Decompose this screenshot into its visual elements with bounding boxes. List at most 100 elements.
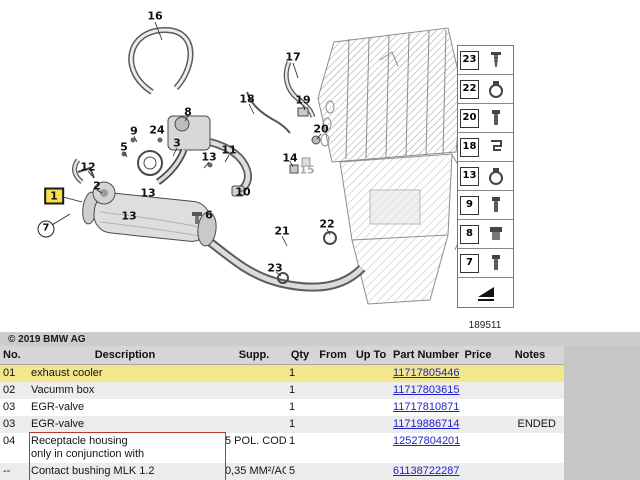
description-line: Vacumm box [31,384,95,396]
cell-price [460,399,496,416]
cell-price [460,463,496,480]
cell-no: 03 [3,401,16,413]
cell-description: Contact bushing MLK 1.2 [28,463,222,480]
column-header-up-to: Up To [352,346,390,365]
table-row: 03 EGR-valve 1 11717810871 [0,399,564,416]
column-header-part-number: Part Number [390,346,460,365]
clip-icon [479,136,513,158]
cell-from [314,416,352,433]
cell-supp [222,364,286,382]
part-number-link[interactable]: 61138722287 [393,465,460,477]
screw-icon [479,49,513,71]
cell-description: EGR-valve [28,416,222,433]
leader-lines [51,21,331,277]
cell-from [314,399,352,416]
column-header-supp-: Supp. [222,346,286,365]
bolt-icon [479,252,513,274]
cell-supp [222,416,286,433]
fastener-number: 18 [460,137,479,157]
cell-description: EGR-valve [28,399,222,416]
cell-notes [496,382,564,399]
part-number-link[interactable]: 11717803615 [393,384,460,396]
cell-part-number: 61138722287 [390,463,460,480]
fastener-cell-22: 22 [458,75,513,104]
cell-upto [352,364,390,382]
cell-price [460,364,496,382]
description-line: exhaust cooler [31,367,103,379]
cell-qty: 1 [289,401,296,413]
cell-price [460,382,496,399]
egr-cooler-assembly [77,107,337,284]
cell-no: 03 [0,416,28,433]
cell-upto [352,463,390,480]
cell-upto [352,399,390,416]
cell-notes [496,399,564,416]
plug-icon [479,223,513,245]
cell-no: 02 [0,382,28,399]
bolt-icon [479,194,513,216]
clamp-icon [479,78,513,100]
fastener-number: 9 [460,195,479,215]
cell-from [314,433,352,463]
description-line: only in conjunction with [31,448,145,460]
cell-qty: 1 [289,435,296,447]
cell-supp: 0,35 MM²/AG [222,463,286,480]
description-line: Receptacle housing [31,435,128,447]
cell-qty: 5 [286,463,314,480]
cell-upto [352,433,390,463]
part-number-link[interactable]: 11719886714 [393,418,460,430]
column-header-qty: Qty [286,346,314,365]
fastener-number: 22 [460,79,479,99]
cell-no: -- [0,463,28,480]
fastener-cell-7: 7 [458,249,513,278]
fastener-number: 8 [460,224,479,244]
cell-notes: ENDED [496,416,564,433]
hoses-and-pipes [72,26,366,292]
copyright-band: © 2019 BMW AG [0,332,640,346]
engine-block-sketch [317,27,466,305]
cell-part-number: 11719886714 [390,416,460,433]
cell-supp: 5 POL. CODE A [225,435,286,447]
cell-supp [222,399,286,416]
diagram-number: 189511 [468,320,502,331]
cell-description: Vacumm box [28,382,222,399]
part-number-link[interactable]: 12527804201 [393,435,460,447]
part-number-link[interactable]: 11717810871 [393,401,460,413]
cell-from [314,463,352,480]
cell-supp [222,382,286,399]
fastener-number: 20 [460,108,479,128]
fastener-number: 13 [460,166,479,186]
cell-no: 01 [0,364,28,382]
column-header-notes: Notes [496,346,564,365]
cell-from [314,364,352,382]
cell-from [314,382,352,399]
cell-notes [496,463,564,480]
cell-upto [352,416,390,433]
cell-upto [352,382,390,399]
part-number-link[interactable]: 11717805446 [393,367,460,379]
fastener-cell-18: 18 [458,133,513,162]
copyright-text: © 2019 BMW AG [8,333,86,345]
fastener-cell-20: 20 [458,104,513,133]
fastener-cell-9: 9 [458,191,513,220]
description-line: Contact bushing MLK 1.2 [31,465,155,477]
cell-qty: 1 [286,364,314,382]
cell-part-number: 11717810871 [390,399,460,416]
fastener-sidebar: 23 22 20 18 13 9 8 7 [457,45,514,308]
cell-part-number: 12527804201 [390,433,460,463]
fastener-cell-23: 23 [458,46,513,75]
description-line: EGR-valve [31,418,85,430]
fastener-number: 7 [460,253,479,273]
fastener-cell-13: 13 [458,162,513,191]
cell-notes [496,364,564,382]
